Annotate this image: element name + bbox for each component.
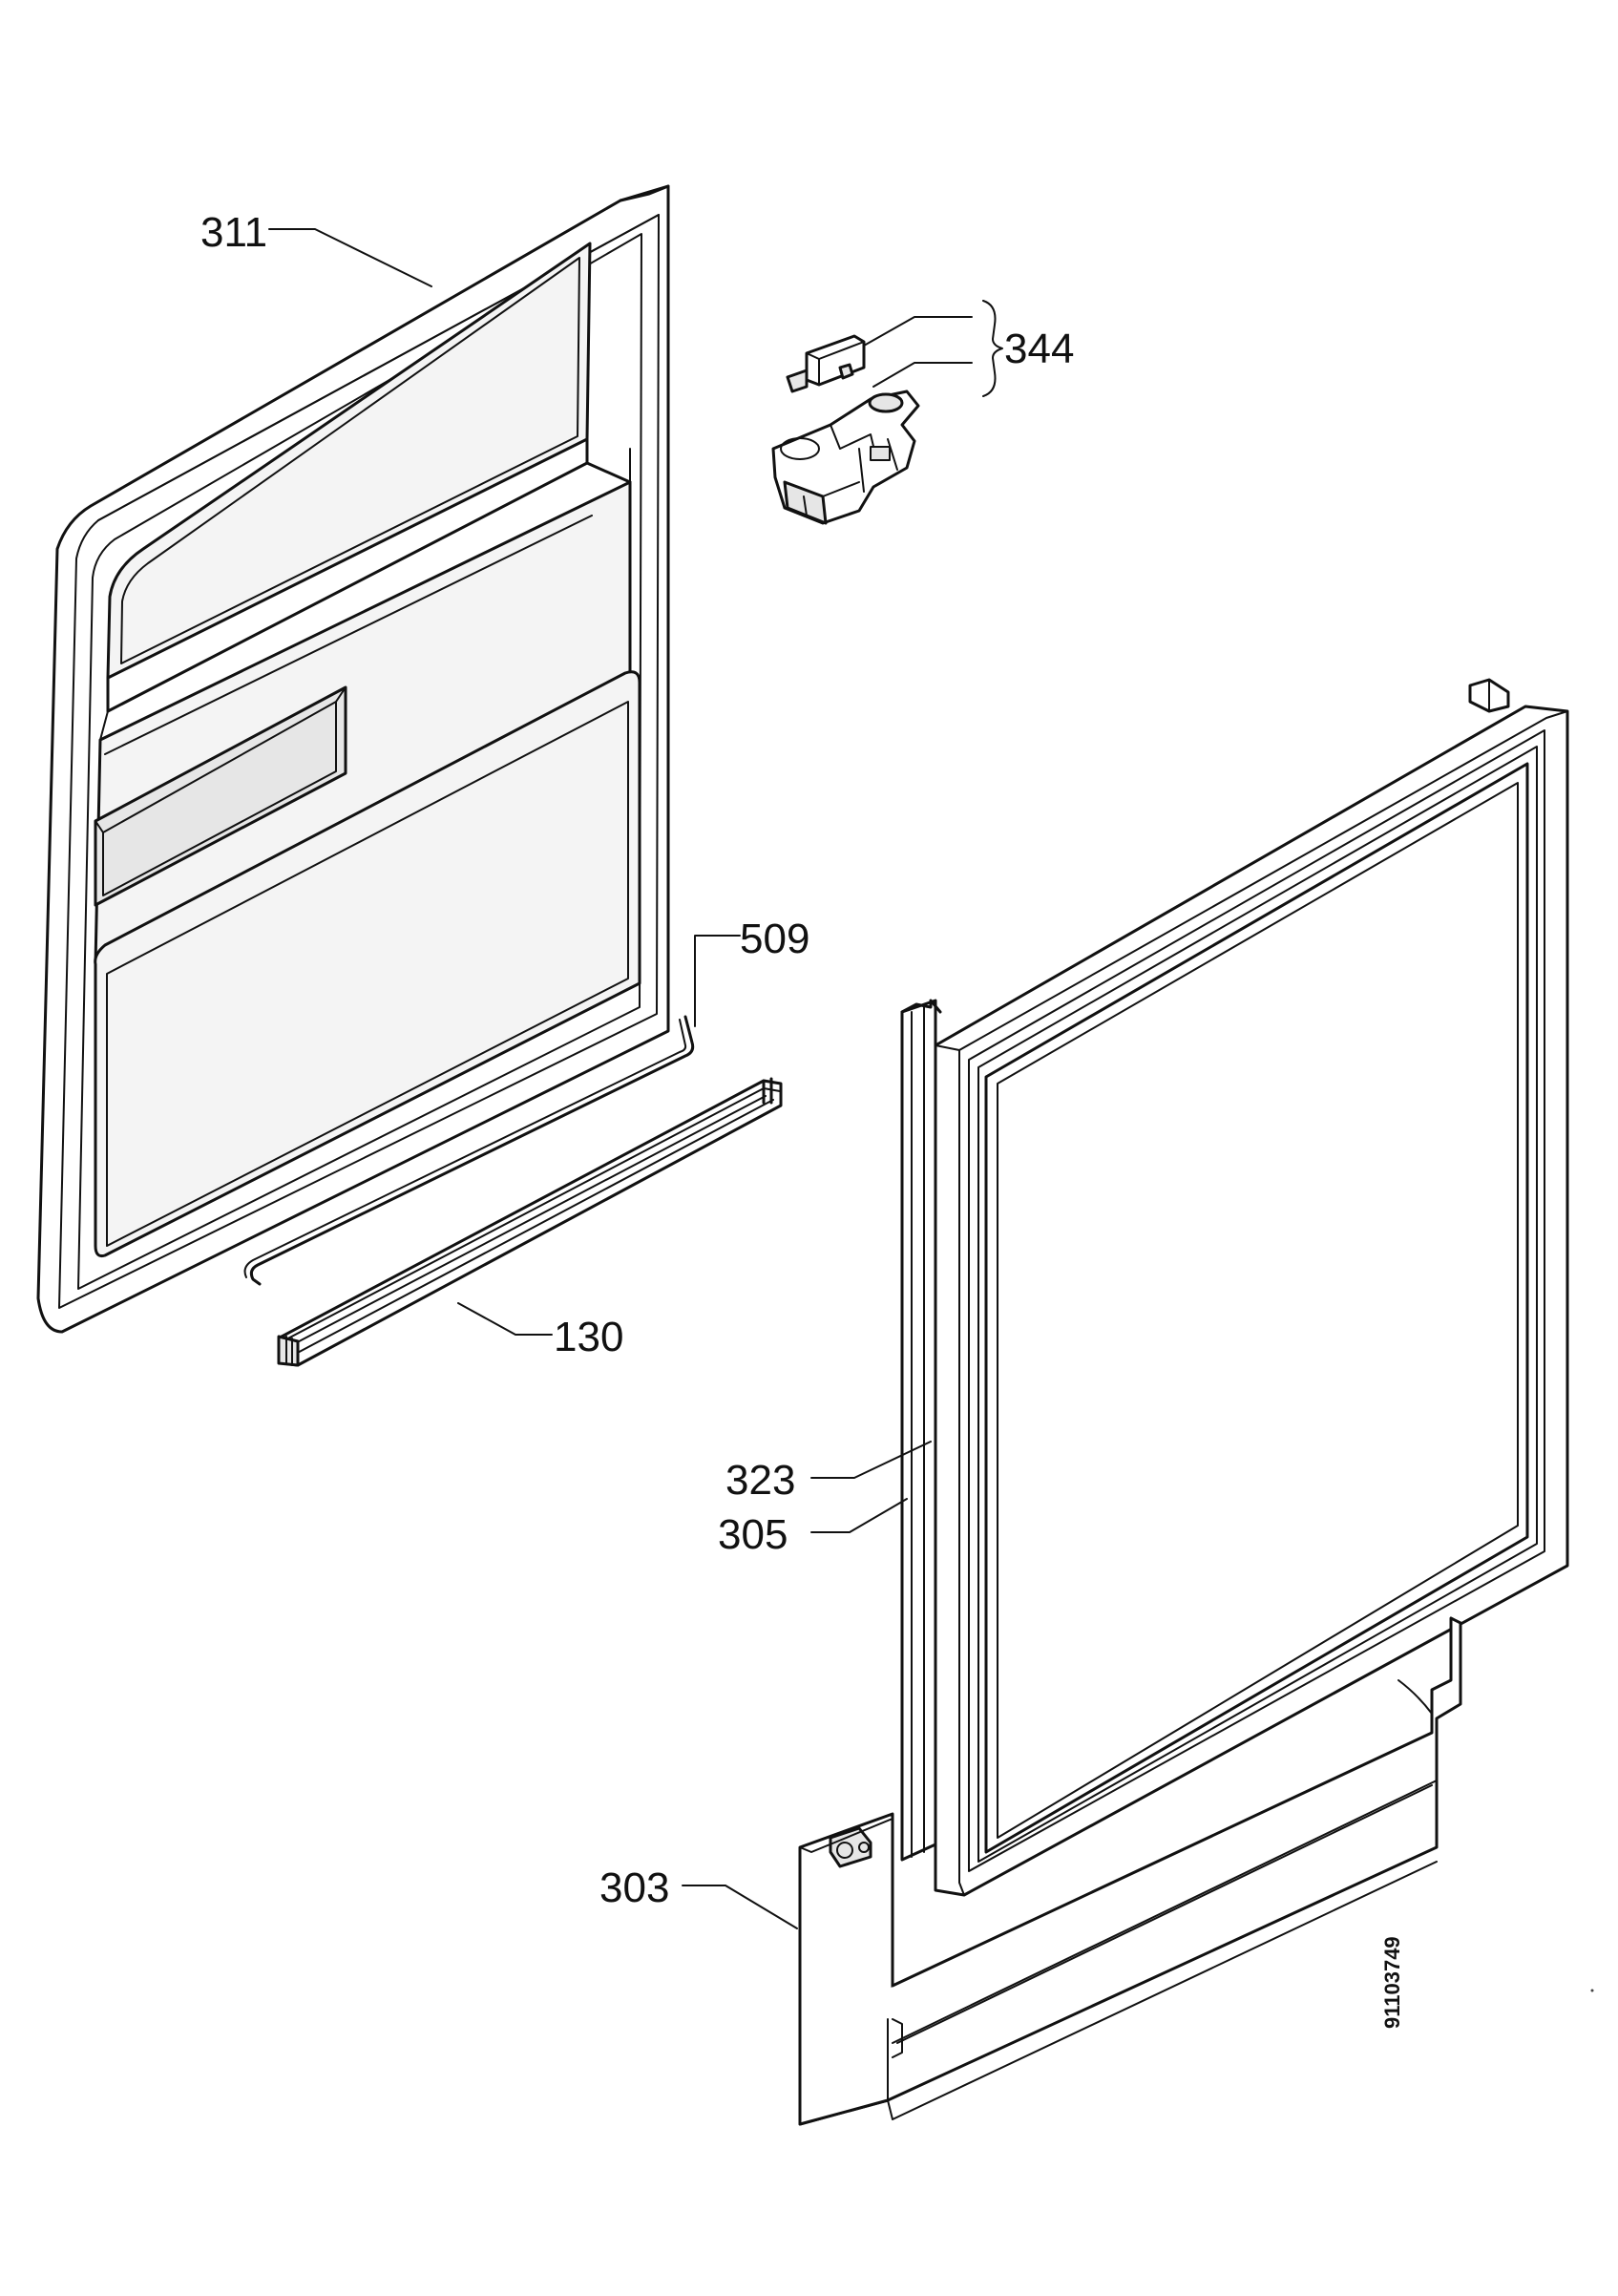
part-311-inner-door-panel: [36, 184, 670, 1334]
label-130: 130: [554, 1314, 623, 1360]
label-509: 509: [740, 916, 809, 962]
leader-130: [457, 1302, 553, 1336]
part-305-door-frame: [900, 678, 1569, 1897]
label-311: 311: [200, 209, 267, 256]
part-labels: 311 344 509 130 323 305 303 91103749: [200, 209, 1404, 2029]
leader-303: [682, 1885, 798, 1929]
brace-344: [982, 300, 1003, 397]
part-344-catch-assembly: [771, 334, 920, 525]
stray-dot: [1590, 1989, 1594, 1992]
label-303: 303: [599, 1864, 669, 1911]
leader-305: [810, 1498, 908, 1533]
label-305: 305: [718, 1511, 788, 1558]
leader-lines: [268, 228, 1003, 1929]
drawing-code: 91103749: [1380, 1936, 1404, 2029]
label-323: 323: [725, 1457, 795, 1504]
part-509-wire-rod: [243, 1015, 695, 1286]
leader-323: [810, 1441, 932, 1479]
part-130-profile-strip: [277, 1077, 783, 1367]
label-344: 344: [1004, 326, 1074, 372]
leader-509: [694, 935, 741, 1027]
leader-344: [863, 316, 973, 388]
part-303-plinth-panel: [798, 1616, 1462, 2126]
leader-311: [268, 228, 432, 287]
